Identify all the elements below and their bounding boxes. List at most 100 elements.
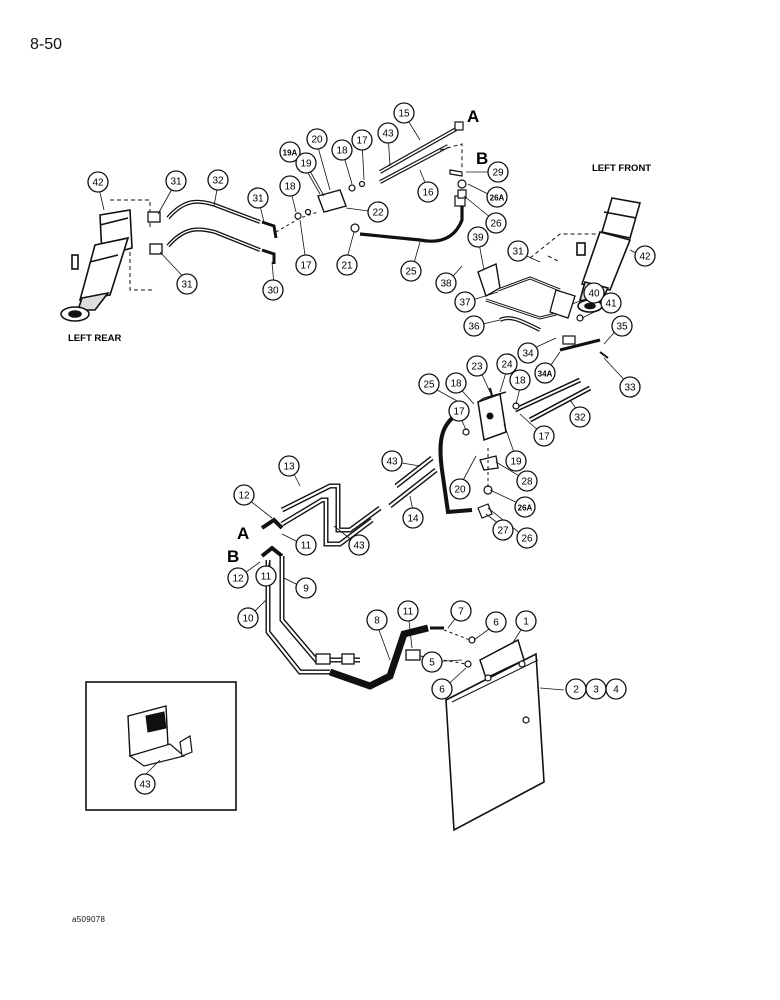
callout-34a: 34A — [534, 362, 556, 384]
callout-number: 11 — [301, 541, 312, 552]
callout-number: 31 — [512, 247, 524, 258]
callout-23: 23 — [466, 355, 488, 377]
callout-17: 17 — [533, 425, 555, 447]
callout-number: 38 — [440, 279, 452, 290]
callout-19a: 19A — [279, 141, 301, 163]
callout-number: 41 — [605, 299, 617, 310]
callout-number: 18 — [450, 379, 462, 390]
callout-number: 19 — [510, 457, 522, 468]
callout-circle — [262, 279, 284, 301]
callout-number: 11 — [403, 607, 414, 618]
callout-28: 28 — [516, 470, 538, 492]
callout-number: 29 — [492, 168, 504, 179]
callout-number: 10 — [242, 614, 254, 625]
clamp-inset-box — [85, 681, 237, 811]
callout-circle — [381, 450, 403, 472]
callout-circle — [619, 376, 641, 398]
callout-19: 19 — [505, 450, 527, 472]
callout-41: 41 — [600, 292, 622, 314]
callout-29: 29 — [487, 161, 509, 183]
callout-18: 18 — [331, 139, 353, 161]
callout-32: 32 — [569, 406, 591, 428]
callout-circle — [247, 187, 269, 209]
callout-number: 32 — [574, 413, 586, 424]
callout-12: 12 — [227, 567, 249, 589]
callout-10: 10 — [237, 607, 259, 629]
callout-26: 26 — [516, 527, 538, 549]
connection-letter-a-top: A — [467, 107, 479, 126]
connection-letter-b-top: B — [476, 149, 488, 168]
callout-24: 24 — [496, 353, 518, 375]
callout-number: 15 — [398, 109, 410, 120]
callout-8: 8 — [366, 609, 388, 631]
callout-18: 18 — [445, 372, 467, 394]
callout-number: 39 — [472, 233, 484, 244]
callout-number: 22 — [372, 208, 384, 219]
callout-number: 12 — [232, 574, 244, 585]
callout-circle — [393, 102, 415, 124]
callout-circle — [295, 152, 317, 174]
callout-36: 36 — [463, 315, 485, 337]
callout-25: 25 — [400, 260, 422, 282]
callout-22: 22 — [367, 201, 389, 223]
callout-circle — [377, 122, 399, 144]
callout-number: 18 — [514, 376, 526, 387]
callout-circle — [611, 315, 633, 337]
callout-number: 6 — [439, 685, 445, 696]
callout-18: 18 — [279, 175, 301, 197]
callout-35: 35 — [611, 315, 633, 337]
callout-7: 7 — [450, 600, 472, 622]
callout-38: 38 — [435, 272, 457, 294]
callout-number: 26A — [490, 194, 505, 203]
callout-11: 11 — [295, 534, 317, 556]
callout-circle — [463, 315, 485, 337]
callout-circle — [516, 527, 538, 549]
callout-20: 20 — [306, 128, 328, 150]
callout-circle — [509, 369, 531, 391]
callout-number: 34 — [522, 349, 534, 360]
callout-number: 12 — [238, 491, 250, 502]
callout-number: 17 — [356, 136, 368, 147]
lower-tube-assembly — [260, 483, 476, 690]
callout-circle — [496, 353, 518, 375]
callout-number: 20 — [454, 485, 466, 496]
callout-circle — [431, 678, 453, 700]
callout-number: 33 — [624, 383, 636, 394]
callout-circle — [336, 254, 358, 276]
callout-circle — [400, 260, 422, 282]
callout-circle — [176, 273, 198, 295]
hydraulic-valve-plate — [445, 638, 545, 832]
callout-number: 37 — [459, 298, 471, 309]
callout-circle — [634, 245, 656, 267]
callout-17: 17 — [448, 400, 470, 422]
callout-circle — [485, 611, 507, 633]
callout-circle — [517, 342, 539, 364]
callout-43: 43 — [377, 122, 399, 144]
callout-17: 17 — [351, 129, 373, 151]
callout-circle — [467, 226, 489, 248]
callout-circle — [448, 400, 470, 422]
callout-circle — [331, 139, 353, 161]
callout-42: 42 — [87, 171, 109, 193]
callout-circle — [421, 651, 443, 673]
callout-11: 11 — [397, 600, 419, 622]
callout-number: 9 — [303, 584, 309, 595]
callout-circle — [417, 181, 439, 203]
callout-31: 31 — [165, 170, 187, 192]
callout-27: 27 — [492, 519, 514, 541]
callout-number: 13 — [283, 462, 295, 473]
callout-number: 31 — [252, 194, 264, 205]
callout-circle — [165, 170, 187, 192]
callout-number: 20 — [311, 135, 323, 146]
callout-number: 21 — [341, 261, 353, 272]
callout-circle — [515, 610, 537, 632]
callout-number: 28 — [521, 477, 533, 488]
callout-circle — [367, 201, 389, 223]
callout-number: 24 — [501, 360, 513, 371]
callout-43: 43 — [348, 534, 370, 556]
callout-number: 40 — [588, 289, 600, 300]
callout-34: 34 — [517, 342, 539, 364]
callout-number: 19A — [283, 149, 298, 158]
callout-number: 4 — [613, 685, 619, 696]
